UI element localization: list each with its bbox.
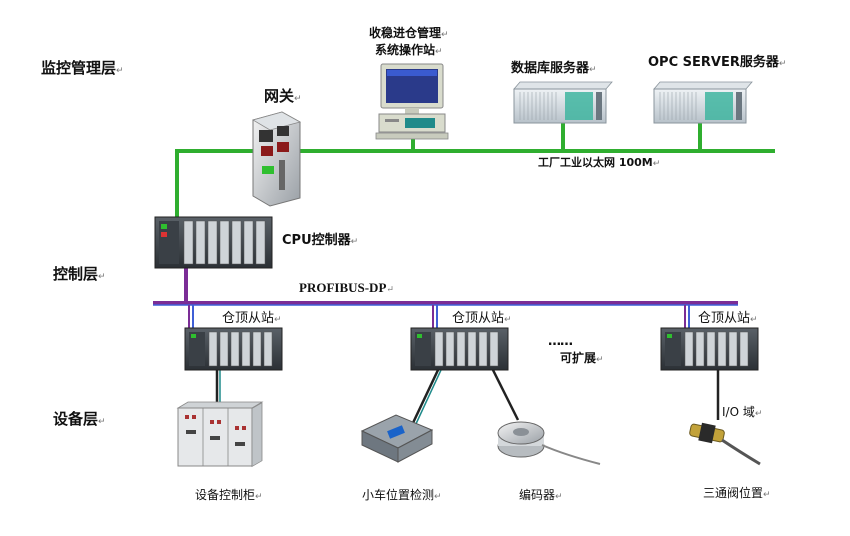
cpu-controller [154,216,273,269]
cable-encoder [491,369,520,421]
io-domain-label: I/O 域↵ [722,405,763,419]
control-cabinet [176,401,264,468]
layer-label-control: 控制层↵ [53,265,106,283]
expandable-ellipsis: …… [548,334,573,349]
car-position-sensor [360,414,434,463]
ethernet-label: 工厂工业以太网 100M↵ [538,156,661,169]
workstation-label-line2: 系统操作站↵ [375,43,443,57]
valve-position-sensor [689,422,761,466]
cable-car-sensor-teal [414,369,442,427]
expandable-label: 可扩展↵ [560,351,604,365]
workstation-computer [375,63,449,140]
device-label-valve: 三通阀位置↵ [703,486,771,500]
layer-label-device: 设备层↵ [53,410,106,428]
slave-plc-1 [184,327,283,371]
gateway-device [251,111,302,207]
device-label-car-sensor: 小车位置检测↵ [362,488,442,502]
device-label-cabinet: 设备控制柜↵ [195,488,263,502]
slave-plc-3 [660,327,759,371]
encoder [497,421,601,465]
profibus-network [153,268,738,330]
profibus-label: PROFIBUS-DP↵ [299,280,394,295]
layer-label-monitor: 监控管理层↵ [41,59,124,77]
workstation-label-line1: 收稳进仓管理↵ [369,26,449,40]
slave-station-label-1: 仓顶从站↵ [222,311,282,326]
device-label-encoder: 编码器↵ [519,488,563,502]
db-server-label: 数据库服务器↵ [511,61,597,76]
gateway-label: 网关↵ [264,87,302,105]
opc-server-label: OPC SERVER服务器↵ [648,55,787,70]
ethernet-network [175,123,775,218]
cpu-controller-label: CPU控制器↵ [282,233,359,248]
ethernet-left-drop [175,149,258,218]
database-server [513,81,613,124]
device-cables [215,369,720,427]
slave-station-label-2: 仓顶从站↵ [452,311,512,326]
slave-station-label-3: 仓顶从站↵ [698,311,758,326]
opc-server [653,81,753,124]
slave-plc-2 [410,327,509,371]
cable-car-sensor [410,369,440,426]
